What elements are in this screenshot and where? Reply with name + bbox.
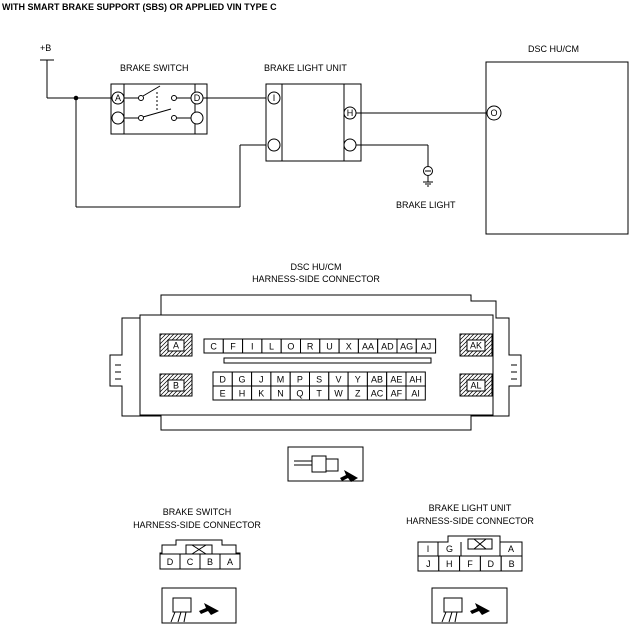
pin-label: AF <box>391 389 403 399</box>
pin-label: O <box>490 108 497 118</box>
pin-label: B <box>509 559 515 569</box>
pin-label: W <box>334 389 343 399</box>
pin-label: I <box>251 342 254 352</box>
pin-cell <box>415 338 437 354</box>
power-label: +B <box>40 43 51 53</box>
pin-label: V <box>335 375 341 385</box>
pin-label: M <box>277 375 285 385</box>
schematic: +B BRAKE SWITCH A D <box>40 43 629 235</box>
brake-light-lamp-icon <box>423 166 433 187</box>
pin-label: H <box>446 559 453 569</box>
pin-row-3: E H K N Q T W Z AC AF AI <box>212 385 426 401</box>
pin-label: E <box>220 389 226 399</box>
pin-label: B <box>173 381 179 391</box>
pin-label: O <box>287 342 294 352</box>
pin-label: F <box>467 559 473 569</box>
pin-label: R <box>307 342 314 352</box>
pin-label: N <box>277 389 284 399</box>
view-direction-icon <box>287 446 364 482</box>
pin-label: H <box>347 108 354 118</box>
pin-label: Z <box>355 389 361 399</box>
pin-label: AE <box>390 375 402 385</box>
pin-label: J <box>259 375 264 385</box>
pin-label: AJ <box>421 342 432 352</box>
pin-label: D <box>488 559 495 569</box>
pin-label: A <box>115 93 121 103</box>
pin-label: G <box>238 375 245 385</box>
pin-label: C <box>210 342 217 352</box>
brake-switch-connector-title: BRAKE SWITCH <box>163 507 232 517</box>
pin-label: U <box>326 342 333 352</box>
brake-light-label: BRAKE LIGHT <box>396 200 456 210</box>
pin-label: I <box>427 544 430 554</box>
pin-row-2: D G J M P S V Y AB AE AH <box>212 371 426 387</box>
brake-light-connector-title: BRAKE LIGHT UNIT <box>429 503 512 513</box>
pin-label: AB <box>371 375 383 385</box>
pin-label: L <box>269 342 274 352</box>
pin-label: AD <box>381 342 394 352</box>
pin-label: H <box>239 389 246 399</box>
pin-cell <box>405 385 426 401</box>
pin-label: I <box>273 93 276 103</box>
pin-label: AK <box>470 341 482 351</box>
pin-label: K <box>258 389 264 399</box>
brake-light-unit-connector: I G A J H F D B <box>417 535 523 572</box>
pin-label: Q <box>296 389 303 399</box>
pin-label: AC <box>371 389 384 399</box>
view-direction-icon <box>161 587 237 624</box>
pin-label: F <box>230 342 236 352</box>
pin-label: D <box>167 557 174 567</box>
pin-label: B <box>207 557 213 567</box>
brake-light-connector-subtitle: HARNESS-SIDE CONNECTOR <box>406 516 534 526</box>
pin-label: Y <box>355 375 361 385</box>
dsc-connector-subtitle: HARNESS-SIDE CONNECTOR <box>252 274 380 284</box>
pin-label: P <box>297 375 303 385</box>
brake-light-unit-title: BRAKE LIGHT UNIT <box>264 63 347 73</box>
pin-cell <box>500 555 523 572</box>
brake-switch-title: BRAKE SWITCH <box>120 63 189 73</box>
pin-label: A <box>508 544 514 554</box>
pin-label: G <box>446 544 453 554</box>
pin-label: A <box>173 341 179 351</box>
pin-label: AH <box>409 375 422 385</box>
pin-label: D <box>219 375 226 385</box>
diagram-header: WITH SMART BRAKE SUPPORT (SBS) OR APPLIE… <box>2 2 277 12</box>
pin-label: D <box>194 93 201 103</box>
pin-label: AG <box>400 342 413 352</box>
brake-switch-connector-subtitle: HARNESS-SIDE CONNECTOR <box>133 520 261 530</box>
dsc-title: DSC HU/CM <box>528 44 579 54</box>
brake-switch: A D <box>110 83 208 135</box>
pin-label: AL <box>470 381 481 391</box>
dsc-hu-cm: O <box>485 61 629 235</box>
brake-light-unit: I H <box>265 83 362 162</box>
pin-label: AI <box>411 389 420 399</box>
view-direction-icon <box>431 587 508 624</box>
pin-label: S <box>316 375 322 385</box>
pin-label: X <box>346 342 352 352</box>
pin-label: A <box>227 557 233 567</box>
pin-label: AA <box>362 342 374 352</box>
dsc-connector-title: DSC HU/CM <box>291 262 342 272</box>
pin-label: J <box>426 559 431 569</box>
dsc-connector: A B AK AL C F I L O R U X AA AD AG AJ D G J M P S V Y AB AE A… <box>109 294 522 431</box>
pin-cell <box>219 553 241 570</box>
pin-label: C <box>187 557 194 567</box>
pin-label: T <box>316 389 322 399</box>
pin-row-1: C F I L O R U X AA AD AG AJ <box>203 338 437 354</box>
